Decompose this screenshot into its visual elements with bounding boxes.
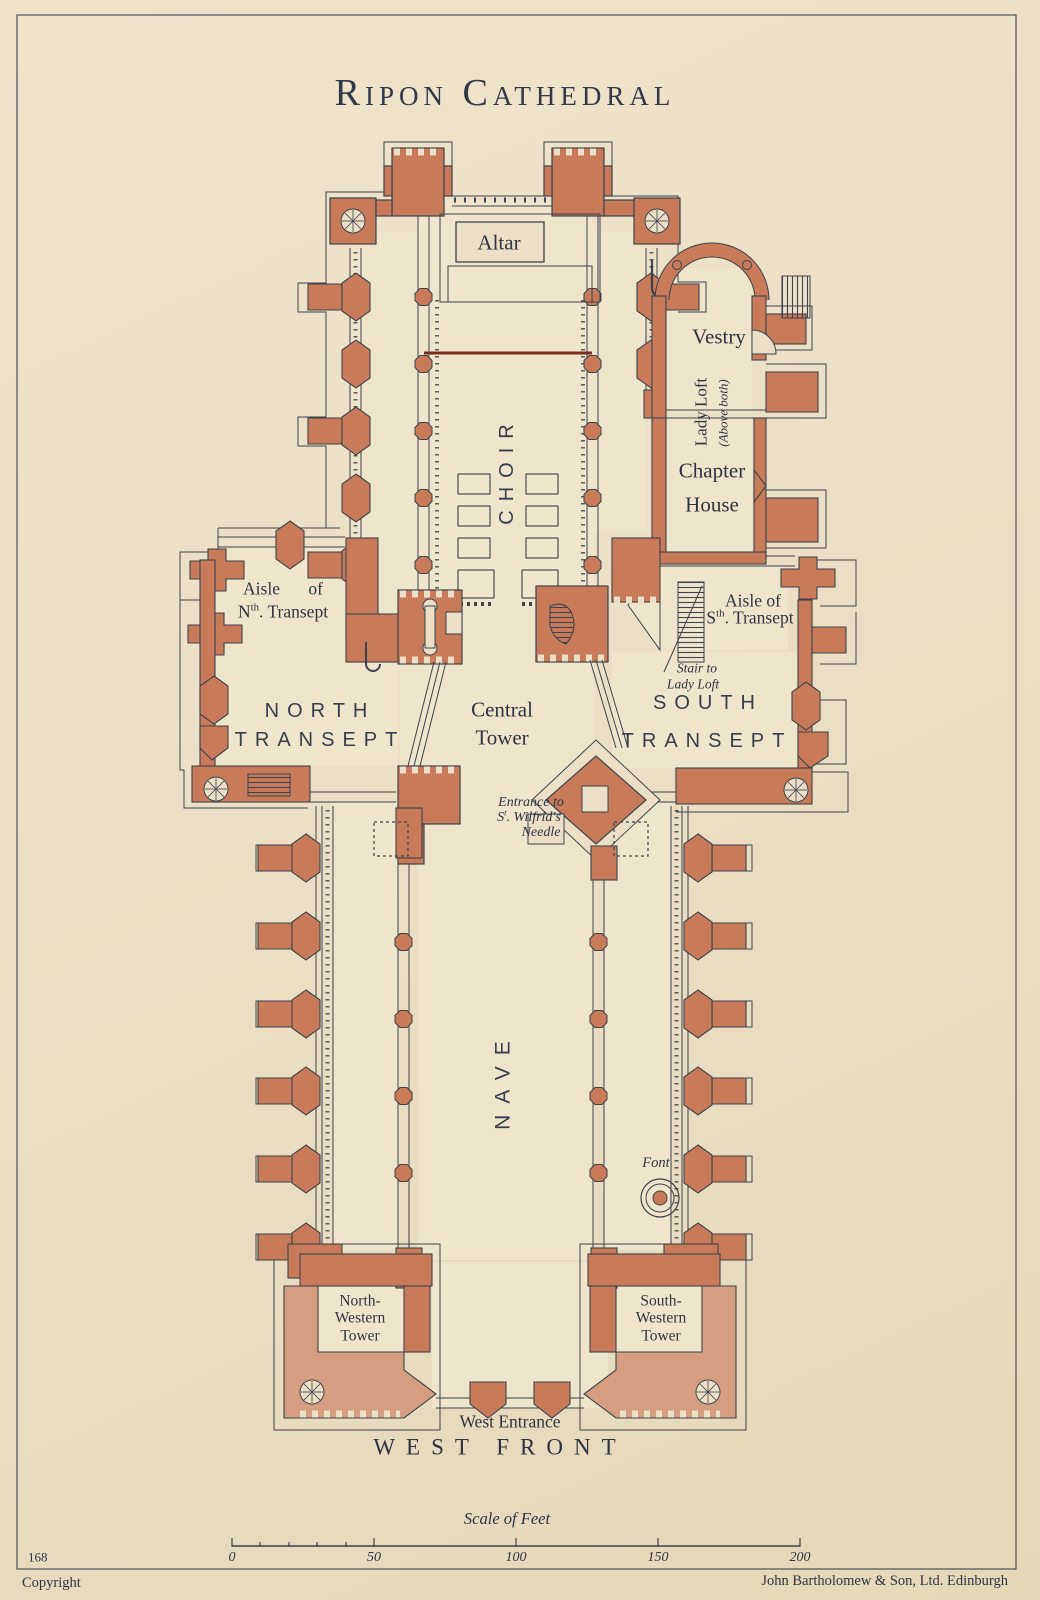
- label-part: t: [504, 807, 507, 818]
- label-nave: NAVE: [491, 1030, 515, 1130]
- vestry-chapter-block: [651, 242, 819, 565]
- label-lady-loft-note: (Above both): [715, 379, 731, 447]
- plate-border: [16, 14, 1017, 1570]
- label-stair-to-2: Lady Loft: [666, 676, 720, 692]
- label-central-tower-1: Central: [471, 697, 533, 722]
- screen-rails: [407, 659, 629, 767]
- label-south-transept-2: TRANSEPT: [621, 730, 793, 752]
- font-symbol: [640, 1178, 680, 1218]
- stair-hatch: [247, 773, 291, 797]
- spiral-stair-icon: [644, 208, 670, 234]
- label-choir: CHOIR: [496, 415, 518, 525]
- scale-caption: Scale of Feet: [463, 1508, 551, 1528]
- label-sw-tower-2: Western: [635, 1309, 687, 1327]
- plate-number: 168: [28, 1549, 48, 1565]
- label-vestry: Vestry: [692, 324, 746, 349]
- label-part: th: [716, 607, 725, 620]
- label-north-transept-1: NORTH: [264, 700, 376, 722]
- altar-block: [455, 221, 545, 263]
- label-nw-tower-3: Tower: [340, 1327, 380, 1345]
- scale-tick-0: 0: [228, 1550, 236, 1565]
- scale-tick-50: 50: [367, 1550, 381, 1565]
- spiral-stair-icon: [783, 777, 809, 803]
- label-nw-tower-1: North-: [339, 1292, 381, 1310]
- label-stair-to-1: Stair to: [676, 660, 718, 676]
- south-transept-block: [611, 537, 847, 805]
- north-transept-block: [187, 520, 403, 803]
- label-font: Font: [642, 1154, 670, 1171]
- label-west-front: WEST FRONT: [373, 1434, 627, 1460]
- scale-tick-100: 100: [505, 1550, 527, 1565]
- stair-hatch: [781, 275, 811, 319]
- label-sw-tower-1: South-: [640, 1292, 682, 1310]
- label-part: th: [250, 601, 260, 614]
- scale-bar: [231, 1538, 801, 1547]
- label-sw-tower-3: Tower: [641, 1327, 681, 1345]
- sanctuary-furniture: [424, 213, 601, 606]
- west-front-block: [283, 1253, 737, 1419]
- needle-entrance-box: [527, 813, 565, 845]
- label-part: . Transept: [259, 601, 329, 622]
- label-part: S: [706, 607, 717, 628]
- page-title: Ripon Cathedral: [334, 72, 676, 114]
- label-part: . Wilfrid's: [506, 810, 561, 825]
- label-part: . Transept: [724, 607, 794, 628]
- east-end: [329, 147, 681, 245]
- label-part: N: [237, 601, 251, 622]
- scale-tick-150: 150: [647, 1550, 669, 1565]
- hook-ornament: [365, 642, 381, 672]
- plinth-outlines: [179, 141, 857, 1431]
- label-north-aisle-1: Aisle of: [243, 578, 323, 599]
- spiral-stair-icon: [695, 1379, 721, 1405]
- spiral-stair-icon: [299, 1379, 325, 1405]
- label-altar: Altar: [477, 230, 521, 255]
- label-central-tower-2: Tower: [475, 725, 529, 750]
- label-needle-2: St. Wilfrid's: [497, 808, 561, 825]
- label-part: S: [497, 810, 505, 825]
- publisher-imprint: John Bartholomew & Son, Ltd. Edinburgh: [761, 1572, 1008, 1589]
- label-north-aisle-2: Nth. Transept: [237, 601, 329, 622]
- label-chapter-house-1: Chapter: [678, 458, 746, 483]
- label-nw-tower-2: Western: [334, 1309, 386, 1327]
- label-needle-3: Needle: [521, 825, 561, 840]
- spiral-stair-icon: [203, 776, 229, 802]
- curved-stair-hatch: [549, 603, 575, 645]
- scale-tick-200: 200: [789, 1550, 811, 1565]
- label-west-entrance: West Entrance: [459, 1411, 561, 1432]
- label-north-transept-2: TRANSEPT: [234, 729, 406, 751]
- label-south-aisle-2: Sth. Transept: [706, 607, 794, 628]
- label-south-aisle-1: Aisle of: [725, 590, 781, 611]
- label-lady-loft: Lady Loft: [691, 377, 711, 447]
- label-south-transept-1: SOUTH: [653, 692, 763, 714]
- spiral-stair-icon: [340, 208, 366, 234]
- stair-hatch: [677, 581, 705, 663]
- label-needle-1: Entrance to: [498, 795, 564, 810]
- copyright-note: Copyright: [22, 1574, 81, 1591]
- label-chapter-house-2: House: [685, 492, 739, 517]
- vault-markers: [373, 821, 649, 857]
